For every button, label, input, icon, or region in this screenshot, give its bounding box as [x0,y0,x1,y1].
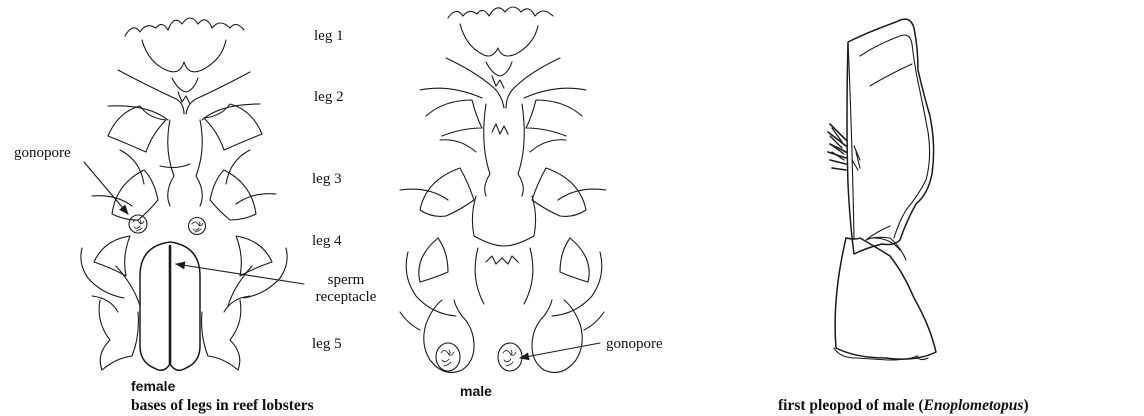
label-receptacle: receptacle [316,289,377,305]
gonopore-texture [441,350,516,366]
label-gonopore-female: gonopore [14,145,71,161]
caption-right-genus: Enoplometopus [923,397,1024,414]
label-sperm: sperm [328,272,365,288]
label-gonopore-male: gonopore [606,336,663,352]
first-pleopod-drawing [828,19,936,360]
label-leg-1: leg 1 [314,28,344,44]
label-female: female [131,378,176,394]
setae [828,124,860,170]
label-leg-3: leg 3 [312,171,342,187]
label-leg-5: leg 5 [312,336,342,352]
label-male: male [460,383,492,399]
label-leg-2: leg 2 [314,89,344,105]
gonopore-texture [133,220,203,232]
caption-right-suffix: ) [1023,397,1028,414]
label-leg-4: leg 4 [312,233,342,249]
caption-right-prefix: first pleopod of male ( [778,397,924,414]
caption-left: bases of legs in reef lobsters [131,397,314,414]
male-leg-bases-drawing [400,7,606,372]
caption-right: first pleopod of male (Enoplometopus) [778,397,1029,414]
